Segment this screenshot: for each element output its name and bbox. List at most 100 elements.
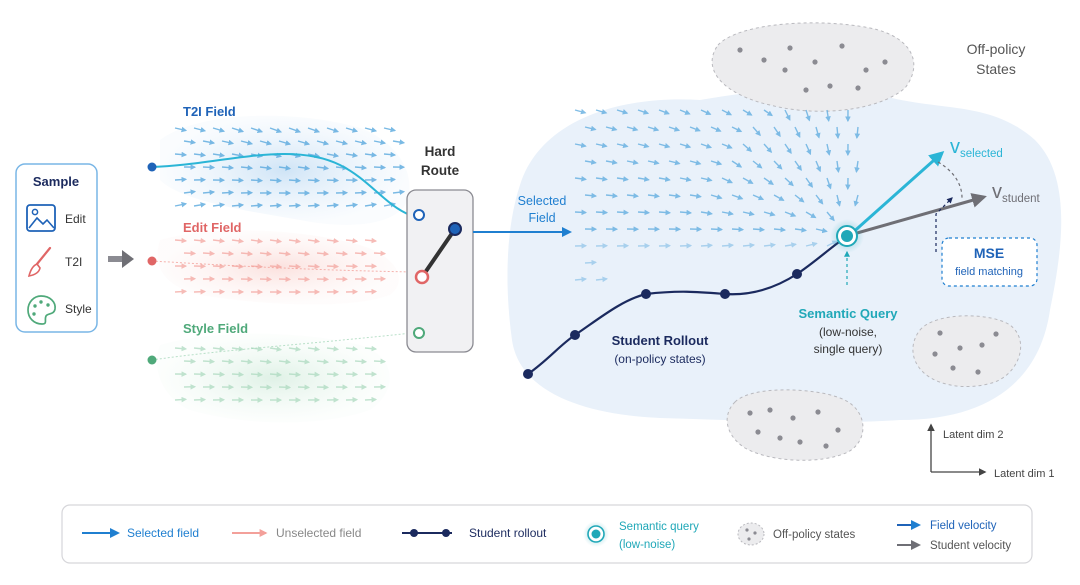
field-arrow — [354, 250, 368, 257]
field-arrow — [212, 346, 226, 352]
field-arrow — [307, 346, 321, 352]
field-arrow — [731, 126, 743, 133]
mse-title: MSE — [974, 245, 1004, 261]
field-arrow — [668, 193, 681, 199]
field-arrow — [742, 177, 754, 184]
field-arrow — [805, 241, 818, 248]
field-arrow — [231, 127, 245, 133]
field-arrow — [364, 288, 378, 295]
field-arrow — [584, 192, 598, 199]
field-arrow — [288, 371, 302, 378]
field-arrow — [595, 209, 609, 216]
field-arrow — [805, 211, 817, 219]
field-arrow — [854, 126, 861, 140]
legend-selected-field: Selected field — [82, 526, 199, 540]
field-arrow — [212, 152, 226, 158]
field-arrow — [834, 126, 841, 140]
field-arrow — [326, 371, 340, 378]
field-arrow — [584, 125, 597, 132]
field-arrow — [679, 209, 693, 216]
edit-field-label: Edit Field — [183, 220, 242, 235]
field-arrow — [815, 160, 822, 173]
field-arrow — [193, 345, 207, 352]
field-arrow — [250, 177, 264, 184]
field-arrow — [721, 109, 733, 116]
field-arrow — [637, 109, 650, 115]
field-arrow — [259, 165, 273, 171]
selected-field-label-line1: Selected — [518, 194, 567, 208]
field-arrow — [689, 159, 702, 166]
field-arrow — [616, 109, 629, 115]
field-arrow — [335, 140, 349, 146]
field-arrow — [605, 125, 618, 132]
switch-pivot — [448, 222, 462, 236]
field-arrow — [221, 358, 235, 365]
svg-text:Student velocity: Student velocity — [930, 540, 1011, 552]
field-arrow — [307, 202, 321, 209]
field-arrow — [259, 140, 273, 146]
selected-field-output: Selected Field — [473, 194, 572, 237]
field-arrow — [605, 192, 619, 199]
field-arrow — [231, 238, 245, 244]
field-arrow — [364, 127, 378, 133]
field-arrow — [679, 143, 692, 149]
field-arrow — [752, 226, 766, 233]
field-arrow — [354, 358, 368, 365]
svg-text:(low-noise): (low-noise) — [619, 539, 675, 551]
t2i-field-label: T2I Field — [183, 104, 236, 119]
field-arrow — [731, 194, 744, 200]
field-arrow — [288, 127, 302, 134]
field-arrow — [326, 152, 340, 158]
field-arrow — [278, 250, 292, 257]
field-arrow — [345, 152, 359, 158]
field-arrow — [595, 276, 609, 283]
t2i-field-stream — [151, 152, 411, 216]
field-arrow — [326, 127, 340, 133]
field-arrow — [269, 238, 283, 244]
legend-unselected-field: Unselected field — [232, 526, 361, 540]
field-arrow — [721, 210, 734, 216]
field-arrow — [584, 259, 598, 266]
field-arrow — [364, 202, 378, 208]
field-arrow — [278, 140, 292, 146]
field-arrow — [364, 237, 378, 244]
field-arrow — [383, 176, 397, 183]
field-arrow — [763, 211, 776, 217]
sample-item-style-label: Style — [65, 302, 92, 316]
field-arrow — [269, 202, 283, 209]
field-arrow — [805, 109, 811, 122]
field-arrow — [574, 209, 588, 216]
field-arrow — [221, 189, 235, 196]
field-arrow — [784, 109, 791, 121]
field-arrow — [297, 250, 311, 257]
legend-field-velocity: Field velocity — [897, 520, 997, 532]
field-arrow — [364, 396, 378, 403]
field-arrow — [689, 193, 702, 199]
field-arrow — [752, 160, 763, 169]
field-arrow — [658, 209, 672, 216]
field-arrow — [174, 151, 188, 158]
field-arrow — [373, 164, 387, 171]
velocity-vectors: vselected vstudent — [849, 136, 1041, 237]
field-arrow — [231, 202, 245, 209]
field-arrow — [364, 152, 378, 158]
field-arrow — [202, 189, 216, 196]
edit-field-source-dot — [147, 256, 157, 266]
field-arrow — [326, 177, 340, 184]
angle-arc — [937, 161, 963, 199]
student-velocity-arrow — [849, 193, 987, 237]
field-arrow — [307, 127, 321, 134]
field-arrow — [574, 108, 587, 115]
sample-box: Sample Edit T2I Style — [15, 163, 98, 333]
field-arrow — [288, 177, 302, 184]
field-arrow — [689, 126, 701, 132]
selected-field-arrows — [574, 108, 861, 283]
field-arrow — [335, 358, 349, 365]
edit-field: Edit Field — [147, 220, 416, 305]
axis-dim1-label: Latent dim 1 — [994, 468, 1055, 480]
image-icon — [26, 204, 56, 232]
field-arrow — [595, 109, 608, 115]
field-arrow — [794, 194, 805, 203]
field-arrow — [605, 159, 618, 165]
